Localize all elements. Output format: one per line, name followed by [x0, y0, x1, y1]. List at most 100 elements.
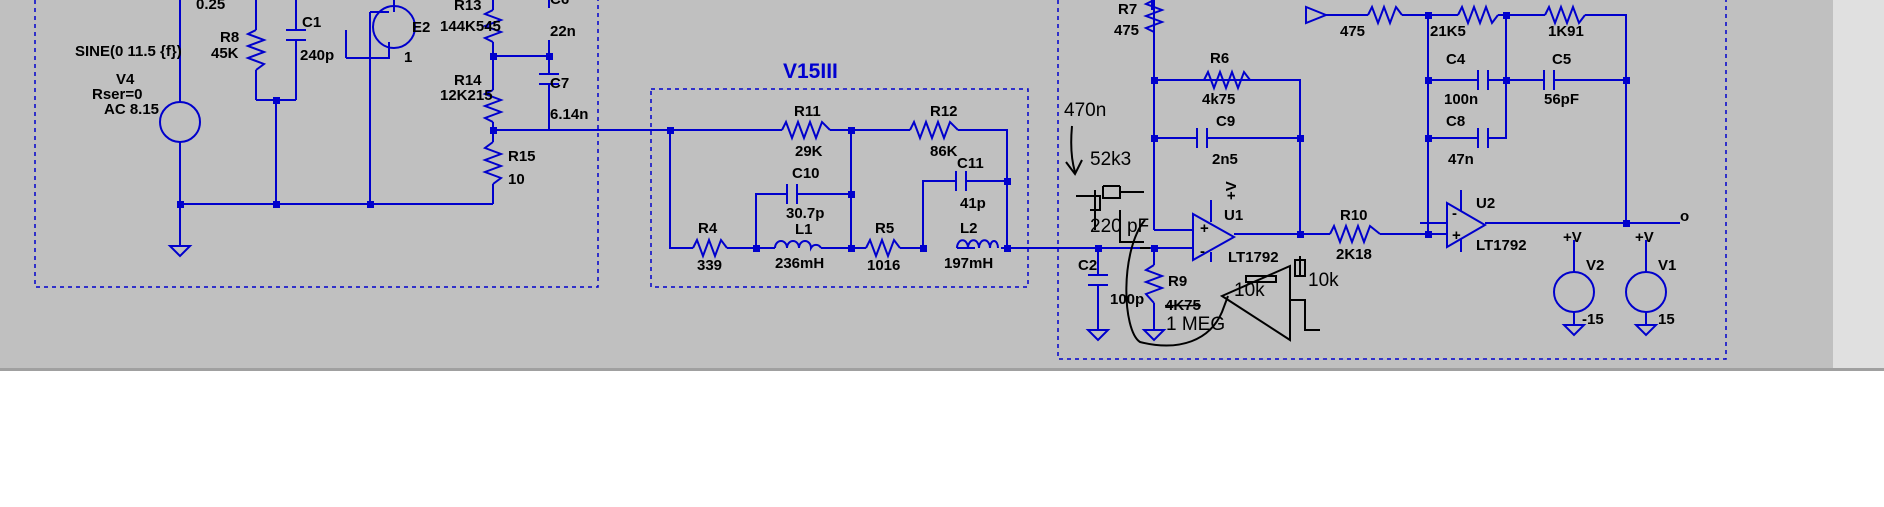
r5-name: R5	[875, 220, 894, 237]
opamps	[1192, 5, 1487, 262]
l1-value: 236mH	[775, 255, 824, 272]
c2-value: 100p	[1110, 291, 1144, 308]
u1-pin-vplus: +V	[1223, 181, 1240, 200]
resistor-zigzags	[245, 0, 1586, 304]
v1-value: 15	[1658, 311, 1675, 328]
pane-divider[interactable]	[0, 368, 1884, 371]
v2-value: -15	[1582, 311, 1604, 328]
u2-plus-pin: +	[1452, 227, 1461, 244]
c5-value: 56pF	[1544, 91, 1579, 108]
c9-name: C9	[1216, 113, 1235, 130]
u1-name: U1	[1224, 207, 1243, 224]
r8-name: R8	[220, 29, 239, 46]
group-box-source	[34, 0, 599, 288]
handwritten-res-value: 52k3	[1090, 149, 1131, 170]
u2-model: LT1792	[1476, 237, 1527, 254]
r9-value-struck: 4K75	[1165, 297, 1201, 314]
r6-name: R6	[1210, 50, 1229, 67]
r15-name: R15	[508, 148, 536, 165]
handwritten-feedback-res: 10k	[1234, 280, 1265, 301]
e2-top-value: 0.25	[196, 0, 225, 13]
c5-name: C5	[1552, 51, 1571, 68]
c8-value: 47n	[1448, 151, 1474, 168]
l2-value: 197mH	[944, 255, 993, 272]
r12-name: R12	[930, 103, 958, 120]
c10-name: C10	[792, 165, 820, 182]
r7-value: 475	[1114, 22, 1139, 39]
r13-value: 144K545	[440, 18, 501, 35]
handwritten-r9-value: 1 MEG	[1166, 314, 1225, 335]
c1-name: C1	[302, 14, 321, 31]
e2-name-label: E2	[412, 19, 430, 36]
v4-function-label: SINE(0 11.5 {f})	[75, 43, 182, 60]
v4-ac-label: AC 8.15	[104, 101, 159, 118]
c7-name: C7	[550, 75, 569, 92]
r8-value: 45K	[211, 45, 239, 62]
u1-plus-pin: +	[1200, 220, 1209, 237]
r15-value: 10	[508, 171, 525, 188]
v2-name: V2	[1586, 257, 1604, 274]
c10-value: 30.7p	[786, 205, 824, 222]
r11-value: 29K	[795, 143, 823, 160]
c9-value: 2n5	[1212, 151, 1238, 168]
r14-name: R14	[454, 72, 482, 89]
r11-name: R11	[794, 103, 821, 120]
u2-name: U2	[1476, 195, 1495, 212]
c11-value: 41p	[960, 195, 986, 212]
e2-gain-label: 1	[404, 49, 412, 66]
group-boxes	[34, 0, 1727, 360]
handwritten-cap2-value: 220 pF	[1090, 216, 1149, 237]
v2-pin-vplus: +V	[1563, 229, 1582, 246]
r-top-a-value: 475	[1340, 23, 1365, 40]
r5-value: 1016	[867, 257, 900, 274]
c7-value: 6.14n	[550, 106, 588, 123]
sources	[159, 5, 1667, 325]
c6-value: 22n	[550, 23, 576, 40]
r10-value: 2K18	[1336, 246, 1372, 263]
r10-name: R10	[1340, 207, 1368, 224]
scrollbar-gutter[interactable]	[1833, 0, 1884, 370]
handwritten-output-res: 10k	[1308, 270, 1339, 291]
u1-model: LT1792	[1228, 249, 1279, 266]
capacitor-plates	[286, 29, 1555, 286]
r-top-c-value: 1K91	[1548, 23, 1584, 40]
l2-name: L2	[960, 220, 978, 237]
r-top-b-value: 21K5	[1430, 23, 1466, 40]
r9-name: R9	[1168, 273, 1187, 290]
c4-name: C4	[1446, 51, 1466, 68]
r12-value: 86K	[930, 143, 958, 160]
v4-name-label: V4	[116, 71, 135, 88]
v4-source-symbol	[159, 101, 201, 143]
l1-name: L1	[795, 221, 813, 238]
c4-value: 100n	[1444, 91, 1478, 108]
u1-minus-pin: -	[1200, 243, 1205, 260]
c1-value: 240p	[300, 47, 334, 64]
output-label: o	[1680, 208, 1689, 225]
handwritten-cap-value: 470n	[1064, 100, 1106, 121]
c11-name: C11	[957, 155, 984, 172]
u1-opamp-symbol	[1192, 212, 1237, 262]
group-box-v15iii	[650, 88, 1029, 288]
schematic-background	[0, 0, 1884, 370]
input-port-arrow	[1305, 5, 1329, 25]
v4-rser-label: Rser=0	[92, 86, 142, 103]
r6-value: 4k75	[1202, 91, 1235, 108]
inductor-coils	[774, 239, 999, 252]
r14-value: 12K215	[440, 87, 493, 104]
v1-name: V1	[1658, 257, 1676, 274]
c2-name: C2	[1078, 257, 1097, 274]
r4-name: R4	[698, 220, 718, 237]
r13-name: R13	[454, 0, 482, 14]
u2-opamp-symbol	[1446, 201, 1487, 249]
v1-pin-vplus: +V	[1635, 229, 1654, 246]
group-title: V15III	[783, 60, 838, 83]
ground-symbols	[167, 245, 1659, 342]
e2-source-symbol	[372, 5, 416, 49]
c6-name: C6	[550, 0, 569, 8]
r4-value: 339	[697, 257, 722, 274]
r7-name: R7	[1118, 1, 1137, 18]
group-box-amps	[1057, 0, 1727, 360]
c8-name: C8	[1446, 113, 1465, 130]
junction-dots	[177, 12, 1630, 252]
